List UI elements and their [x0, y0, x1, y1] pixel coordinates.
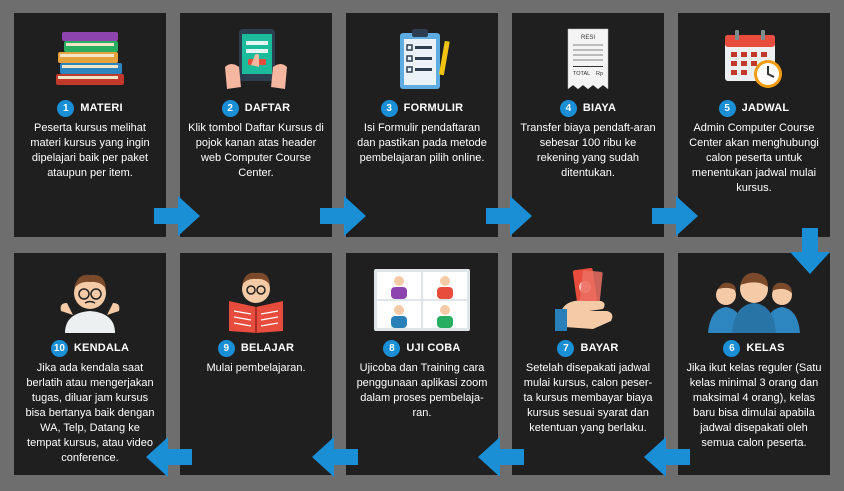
step-card-daftar: 2 DAFTAR Klik tombol Daftar Kursus di po…	[180, 13, 332, 237]
arrow-left-icon	[146, 437, 192, 477]
video-conference-icon	[346, 265, 498, 335]
step-title: BELAJAR	[240, 342, 295, 354]
step-title: FORMULIR	[403, 102, 464, 114]
step-title: MATERI	[80, 102, 123, 114]
step-card-uji-coba: 8 UJI COBA Ujicoba dan Training cara pen…	[346, 253, 498, 475]
step-number: 5	[718, 99, 736, 117]
receipt-total: TOTAL	[573, 71, 590, 77]
arrow-left-icon	[312, 437, 358, 477]
step-description: Klik tombol Daftar Kursus di pojok kanan…	[188, 122, 324, 179]
step-number: 4	[559, 99, 577, 117]
step-card-materi: 1 MATERI Peserta kursus melihat materi k…	[14, 13, 166, 237]
step-title: KENDALA	[73, 342, 130, 354]
step-number: 6	[723, 339, 741, 357]
books-icon	[14, 25, 166, 95]
hand-money-icon	[512, 265, 664, 335]
step-card-biaya: RESI TOTAL Rp 4 BIAYA Transfer biaya pen…	[512, 13, 664, 237]
step-description: Peserta kursus melihat materi kursus yan…	[30, 122, 150, 179]
step-card-belajar: 9 BELAJAR Mulai pembelajaran.	[180, 253, 332, 475]
arrow-left-icon	[644, 437, 690, 477]
step-description: Setelah disepakati jadwal mulai kursus, …	[523, 362, 653, 434]
arrow-down-icon	[790, 228, 830, 274]
step-number: 2	[221, 99, 239, 117]
step-description: Mulai pembelajaran.	[206, 362, 306, 374]
reading-person-icon	[180, 265, 332, 335]
step-card-kendala: 10 KENDALA Jika ada kendala saat berlati…	[14, 253, 166, 475]
step-description: Ujicoba dan Training cara penggunaan apl…	[356, 362, 488, 419]
people-group-icon	[678, 265, 830, 335]
receipt-currency: Rp	[596, 71, 603, 77]
step-description: Jika ada kendala saat berlatih atau meng…	[25, 362, 155, 464]
step-number: 10	[50, 339, 68, 357]
step-card-formulir: 3 FORMULIR Isi Formulir pendaftaran dan …	[346, 13, 498, 237]
receipt-icon: RESI TOTAL Rp	[512, 25, 664, 95]
step-title: BIAYA	[582, 102, 617, 114]
step-description: Isi Formulir pendaftaran dan pastikan pa…	[357, 122, 487, 164]
step-number: 3	[380, 99, 398, 117]
arrow-right-icon	[652, 196, 698, 236]
arrow-left-icon	[478, 437, 524, 477]
step-description: Admin Computer Course Center akan menghu…	[689, 122, 819, 194]
step-number: 7	[557, 339, 575, 357]
step-title: DAFTAR	[244, 102, 291, 114]
step-card-bayar: 7 BAYAR Setelah disepakati jadwal mulai …	[512, 253, 664, 475]
step-card-kelas: 6 KELAS Jika ikut kelas reguler (Satu ke…	[678, 253, 830, 475]
arrow-right-icon	[320, 196, 366, 236]
step-number: 1	[57, 99, 75, 117]
step-title: KELAS	[746, 342, 785, 354]
step-title: BAYAR	[580, 342, 619, 354]
arrow-right-icon	[486, 196, 532, 236]
step-number: 8	[383, 339, 401, 357]
confused-person-icon	[14, 265, 166, 335]
step-number: 9	[217, 339, 235, 357]
tablet-register-icon	[180, 25, 332, 95]
clipboard-form-icon	[346, 25, 498, 95]
receipt-header: RESI	[581, 35, 595, 41]
arrow-right-icon	[154, 196, 200, 236]
step-title: UJI COBA	[406, 342, 461, 354]
step-title: JADWAL	[741, 102, 790, 114]
step-description: Jika ikut kelas reguler (Satu kelas mini…	[686, 362, 822, 449]
calendar-clock-icon	[678, 25, 830, 95]
step-description: Transfer biaya pendaft-aran sebesar 100 …	[520, 122, 656, 179]
step-card-jadwal: 5 JADWAL Admin Computer Course Center ak…	[678, 13, 830, 237]
